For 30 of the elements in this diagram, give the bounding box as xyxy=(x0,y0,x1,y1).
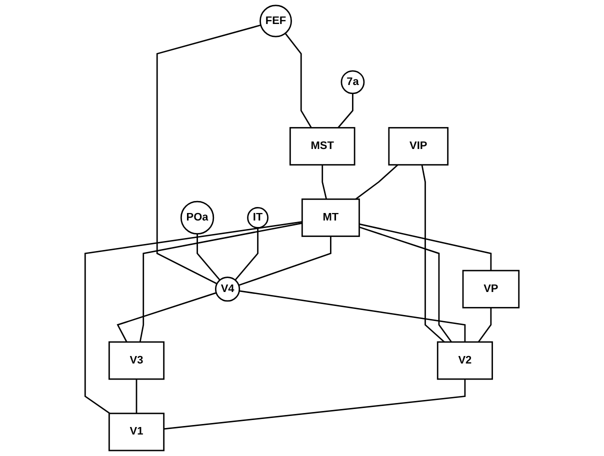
node-box: V2 xyxy=(436,341,493,380)
connector xyxy=(139,222,302,342)
node-box: VP xyxy=(462,270,520,308)
node-circle: IT xyxy=(247,206,269,228)
connector xyxy=(284,32,312,128)
connector xyxy=(355,164,398,200)
connector xyxy=(239,290,466,342)
node-box: V1 xyxy=(108,412,165,452)
node-circle: FEF xyxy=(260,4,292,38)
connector xyxy=(322,164,328,200)
connector xyxy=(136,379,138,414)
connector xyxy=(234,228,258,281)
connector xyxy=(116,292,216,342)
connector xyxy=(238,236,332,286)
connector xyxy=(359,223,492,271)
node-box: MT xyxy=(301,198,360,237)
connector xyxy=(156,24,261,284)
node-circle: POa xyxy=(180,200,214,235)
node-box: MST xyxy=(289,127,356,166)
connector xyxy=(164,379,466,430)
connector xyxy=(359,226,452,342)
connector xyxy=(478,308,492,342)
node-circle: V4 xyxy=(214,276,240,302)
connector xyxy=(421,164,445,343)
node-box: V3 xyxy=(108,341,165,380)
connector xyxy=(338,93,354,128)
connector xyxy=(84,221,302,414)
connector xyxy=(196,234,220,280)
node-box: VIP xyxy=(388,127,448,166)
node-circle: 7a xyxy=(340,70,365,94)
